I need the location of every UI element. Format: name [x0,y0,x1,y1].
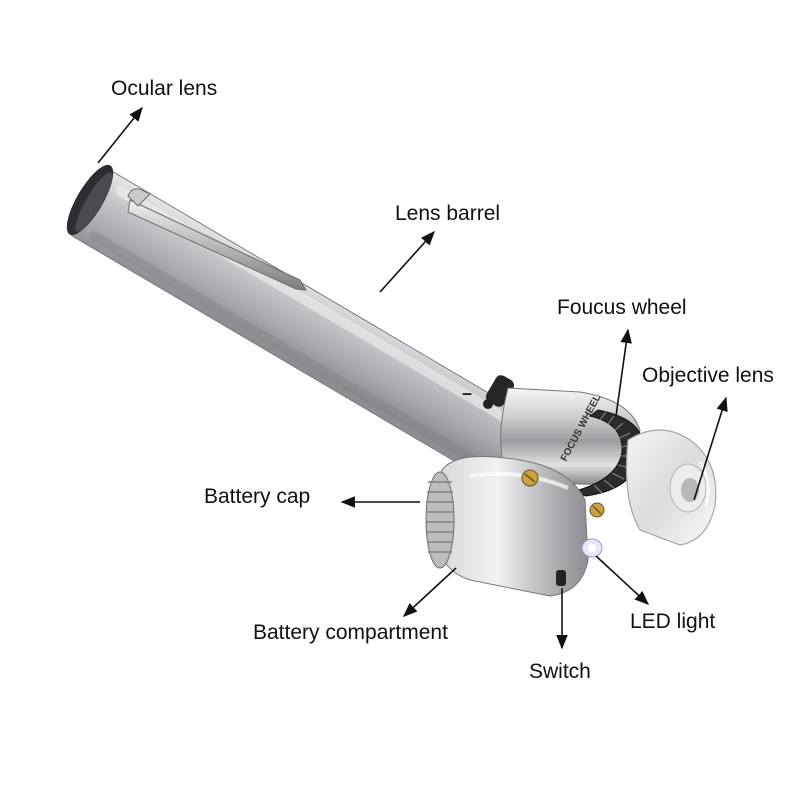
label-ocular-lens: Ocular lens [111,77,218,100]
ocular-lens-end [66,164,114,236]
arrow-ocular-lens [97,106,143,164]
focus-wheel [570,409,644,497]
objective-lens [625,429,717,546]
label-objective-lens: Objective lens [642,364,774,387]
switch-minus-mark: – [462,383,472,403]
label-led-light: LED light [630,610,716,633]
label-focus-wheel: Foucus wheel [557,296,687,319]
switch-button [556,570,566,586]
label-lens-barrel: Lens barrel [395,202,501,225]
arrow-lens-barrel [379,230,435,293]
arrow-battery-compartment [402,567,457,617]
battery-compartment [435,455,589,597]
label-battery-compartment: Battery compartment [253,621,448,644]
pocket-clip [127,188,307,291]
battery-cap [425,471,455,569]
led-light [581,538,603,558]
label-switch: Switch [529,660,591,683]
arrow-focus-wheel [615,328,632,417]
arrow-objective-lens [693,396,728,501]
label-battery-cap: Battery cap [204,485,311,508]
arrow-led-light [595,555,650,605]
